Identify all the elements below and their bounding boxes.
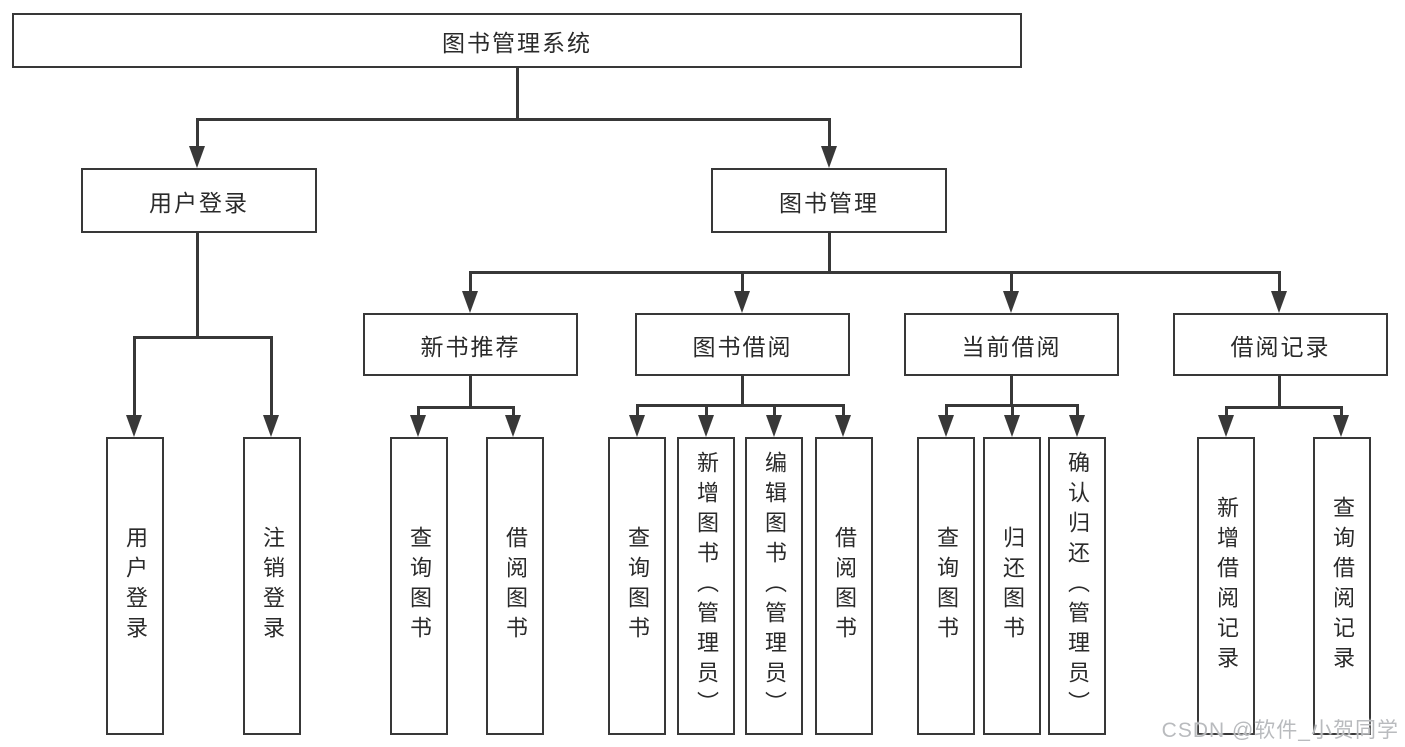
connector-line [1225,406,1343,409]
node-book-management: 图书管理 [711,168,947,233]
leaf-logout: 注销登录 [243,437,301,735]
leaf-label: 借阅图书 [832,526,857,646]
leaf-label: 查询图书 [407,526,432,646]
node-label: 用户登录 [149,189,249,216]
arrowhead-icon [1004,415,1020,437]
arrowhead-icon [1333,415,1349,437]
connector-line [417,406,515,409]
node-library-management-system: 图书管理系统 [12,13,1022,68]
connector-line [1011,404,1014,416]
connector-line [741,271,744,296]
node-new-book-recommend: 新书推荐 [363,313,578,376]
connector-line [705,404,708,416]
node-book-borrowing: 图书借阅 [635,313,850,376]
connector-line [1225,406,1228,418]
leaf-label: 新增图书（管理员） [694,451,719,721]
connector-line [773,404,776,416]
connector-line [1076,404,1079,416]
arrowhead-icon [462,291,478,313]
leaf-edit-book-admin: 编辑图书（管理员） [745,437,803,735]
connector-line [636,404,844,407]
leaf-query-borrow-record: 查询借阅记录 [1313,437,1371,735]
leaf-borrow-books: 借阅图书 [486,437,544,735]
arrowhead-icon [263,415,279,437]
node-borrowing-records: 借阅记录 [1173,313,1388,376]
leaf-add-borrow-record: 新增借阅记录 [1197,437,1255,735]
csdn-watermark: CSDN @软件_小贺同学 [1161,719,1399,742]
leaf-label: 用户登录 [123,526,148,646]
arrowhead-icon [734,291,750,313]
connector-line [469,271,1280,274]
leaf-query-books: 查询图书 [917,437,975,735]
arrowhead-icon [629,415,645,437]
node-label: 当前借阅 [961,333,1062,360]
connector-line [636,404,639,416]
leaf-label: 注销登录 [260,526,285,646]
arrowhead-icon [1218,415,1234,437]
node-label: 新书推荐 [420,333,521,360]
connector-line [469,376,472,408]
leaf-label: 新增借阅记录 [1214,496,1239,676]
connector-line [828,233,831,273]
connector-line [133,336,136,416]
connector-line [133,336,273,339]
arrowhead-icon [410,415,426,437]
connector-line [516,68,519,120]
leaf-query-books: 查询图书 [608,437,666,735]
arrowhead-icon [1069,415,1085,437]
leaf-label: 查询借阅记录 [1330,496,1355,676]
leaf-query-books: 查询图书 [390,437,448,735]
leaf-label: 查询图书 [934,526,959,646]
arrowhead-icon [698,415,714,437]
leaf-borrow-books: 借阅图书 [815,437,873,735]
connector-line [270,336,273,416]
connector-line [512,406,515,418]
arrowhead-icon [505,415,521,437]
leaf-label: 编辑图书（管理员） [762,451,787,721]
node-label: 图书管理系统 [442,29,592,56]
connector-line [945,404,948,416]
leaf-confirm-return-admin: 确认归还（管理员） [1048,437,1106,735]
node-label: 借阅记录 [1230,333,1331,360]
connector-line [1278,376,1281,408]
connector-line [1278,271,1281,296]
arrowhead-icon [766,415,782,437]
connector-line [196,233,199,338]
leaf-user-login: 用户登录 [106,437,164,735]
node-label: 图书借阅 [692,333,793,360]
arrowhead-icon [1003,291,1019,313]
connector-line [1010,271,1013,296]
arrowhead-icon [189,146,205,168]
connector-line [828,118,831,150]
leaf-label: 查询图书 [625,526,650,646]
arrowhead-icon [126,415,142,437]
leaf-label: 归还图书 [1000,526,1025,646]
arrowhead-icon [938,415,954,437]
connector-line [196,118,831,121]
leaf-add-book-admin: 新增图书（管理员） [677,437,735,735]
connector-line [842,404,845,416]
node-user-login: 用户登录 [81,168,317,233]
leaf-return-books: 归还图书 [983,437,1041,735]
connector-line [1340,406,1343,418]
connector-line [469,271,472,296]
leaf-label: 借阅图书 [503,526,528,646]
connector-line [196,118,199,150]
arrowhead-icon [835,415,851,437]
connector-line [417,406,420,418]
leaf-label: 确认归还（管理员） [1065,451,1090,721]
connector-line [1010,376,1013,406]
arrowhead-icon [1271,291,1287,313]
node-label: 图书管理 [779,189,879,216]
node-current-borrowing: 当前借阅 [904,313,1119,376]
connector-line [741,376,744,406]
arrowhead-icon [821,146,837,168]
